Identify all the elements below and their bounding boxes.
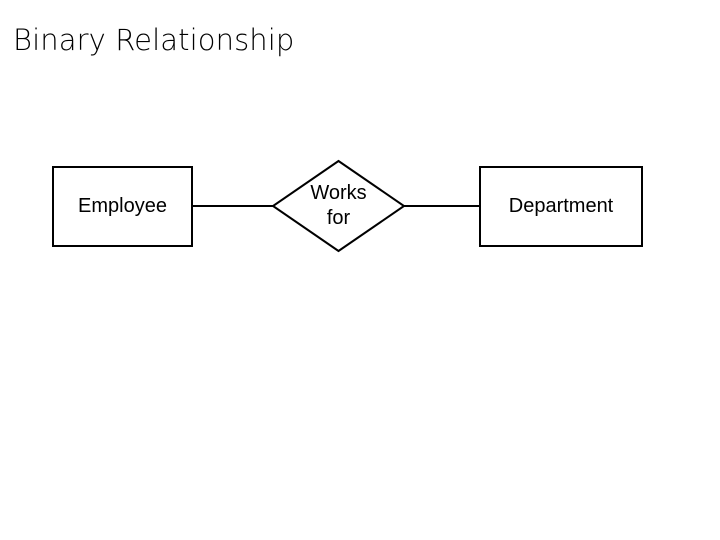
entity-employee-label: Employee	[78, 195, 167, 217]
entity-department[interactable]: Department	[479, 166, 643, 247]
entity-department-label: Department	[508, 195, 614, 217]
entity-employee[interactable]: Employee	[52, 166, 193, 247]
connector-works-for-to-department	[404, 205, 480, 207]
diamond-shape-icon	[271, 159, 406, 253]
connector-employee-to-works-for	[192, 205, 273, 207]
page-title: Binary Relationship	[13, 23, 295, 57]
relationship-works-for[interactable]: Works for	[271, 159, 406, 253]
